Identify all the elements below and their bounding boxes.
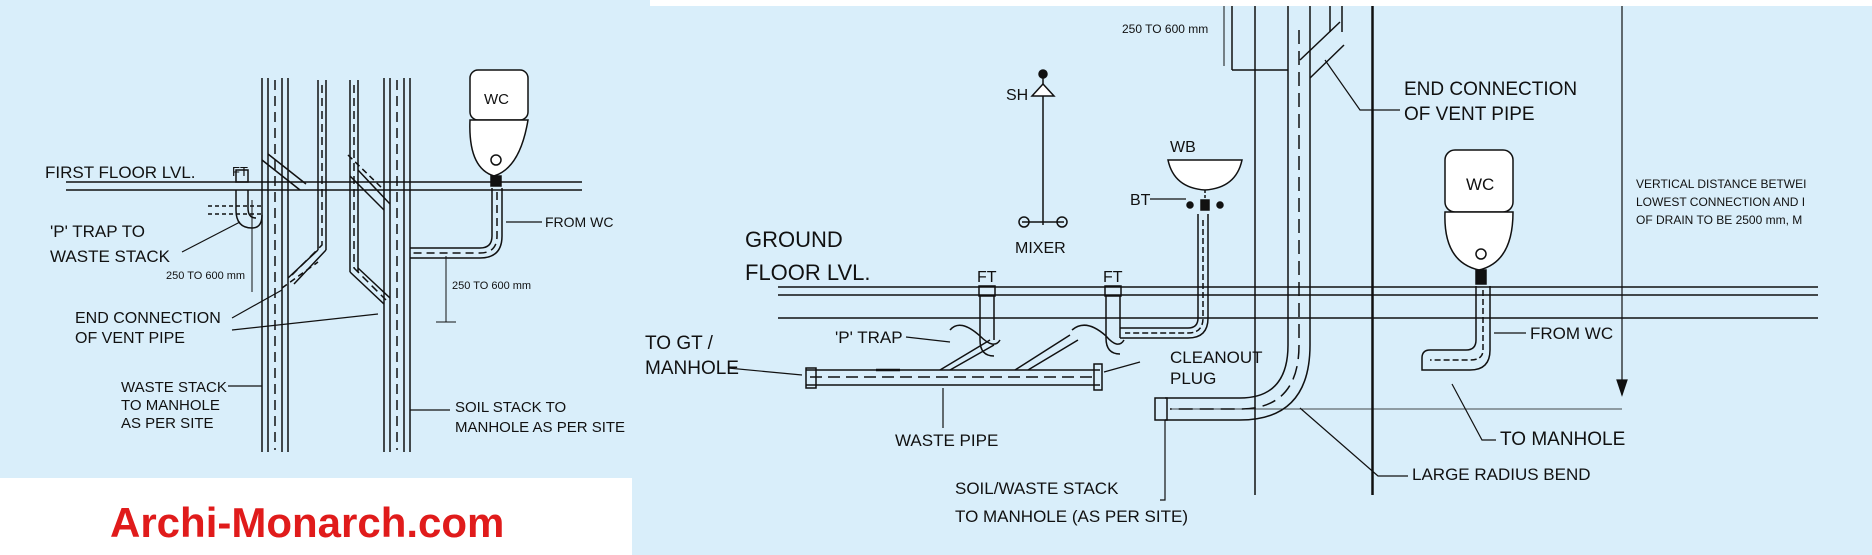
right-mixer-label: MIXER (1015, 240, 1066, 257)
left-p-trap-label-2: WASTE STACK (50, 247, 171, 266)
right-to-manhole-label: TO MANHOLE (1500, 429, 1625, 450)
right-wb-label: WB (1170, 139, 1196, 156)
right-wc-label: WC (1466, 175, 1494, 194)
right-waste-pipe (805, 334, 1103, 391)
right-bt-label: BT (1130, 192, 1151, 209)
right-soil-label-2: TO MANHOLE (AS PER SITE) (955, 507, 1188, 526)
left-waste-label-2: TO MANHOLE (121, 397, 220, 414)
right-wc-pipe (1421, 286, 1491, 371)
right-to-gt-label-2: MANHOLE (645, 358, 739, 379)
right-end-conn-leader (1324, 59, 1400, 111)
left-soil-label-1: SOIL STACK TO (455, 399, 566, 416)
right-cleanout-leader (1103, 361, 1141, 373)
left-end-conn-label-2: OF VENT PIPE (75, 330, 185, 347)
right-soil-leader (1160, 420, 1166, 501)
left-first-floor-label: FIRST FLOOR LVL. (45, 163, 196, 182)
left-waste-label-1: WASTE STACK (121, 379, 227, 396)
left-from-wc-label: FROM WC (545, 214, 613, 230)
right-stack-cap (1154, 397, 1168, 421)
right-p-trap-leader (905, 336, 951, 343)
right-edge-mask (1826, 6, 1872, 555)
left-dimension-lines (251, 200, 456, 323)
right-to-gt-label-1: TO GT / (645, 333, 714, 354)
left-wc-label: WC (484, 91, 509, 108)
right-vert-label-2: LOWEST CONNECTION AND I (1636, 195, 1805, 209)
left-soil-stack (347, 78, 411, 452)
right-soil-label-1: SOIL/WASTE STACK (955, 479, 1119, 498)
right-end-conn-label-1: END CONNECTION (1404, 79, 1577, 100)
right-p-trap-label: 'P' TRAP (835, 328, 903, 347)
right-waste-pipe-label: WASTE PIPE (895, 431, 998, 450)
left-wc-fixture (469, 69, 529, 187)
left-end-conn-leaders (231, 289, 379, 331)
right-wc-fixture (1444, 149, 1514, 285)
right-main-stack (1165, 6, 1374, 495)
right-to-manhole-leader (1451, 383, 1496, 441)
right-sh-label: SH (1006, 87, 1028, 104)
left-ft-label: FT (232, 164, 248, 179)
left-p-trap-leader (181, 221, 241, 253)
right-large-bend-leader (1299, 407, 1408, 477)
right-wash-basin (1167, 159, 1243, 211)
right-cleanout-label-2: PLUG (1170, 369, 1216, 388)
right-panel-background (630, 6, 1872, 555)
left-soil-label-2: MANHOLE AS PER SITE (455, 419, 625, 436)
right-large-bend-label: LARGE RADIUS BEND (1412, 465, 1591, 484)
right-vertical-dimension (1170, 6, 1628, 410)
left-waste-stack (261, 78, 327, 452)
left-panel-background (0, 0, 650, 480)
right-ground-floor-slab (778, 286, 1818, 319)
left-waste-label-3: AS PER SITE (121, 415, 214, 432)
right-cleanout-label-1: CLEANOUT (1170, 348, 1263, 367)
right-to-gt-leader (727, 367, 803, 376)
right-top-dist-label: 250 TO 600 mm (1122, 22, 1208, 36)
right-ft-label-2: FT (1103, 269, 1123, 286)
right-from-wc-label: FROM WC (1530, 324, 1613, 343)
right-ft-label-1: FT (977, 269, 997, 286)
right-basin-waste (1120, 214, 1209, 339)
left-p-trap-label-1: 'P' TRAP TO (50, 222, 145, 241)
right-end-conn-label-2: OF VENT PIPE (1404, 104, 1535, 125)
right-ground-label-1: GROUND (745, 227, 843, 252)
left-dist-label-b: 250 TO 600 mm (452, 280, 531, 292)
left-dist-label-a: 250 TO 600 mm (166, 270, 245, 282)
right-vert-label-1: VERTICAL DISTANCE BETWEI (1636, 177, 1806, 191)
watermark-box (0, 478, 632, 555)
left-end-conn-label-1: END CONNECTION (75, 310, 221, 327)
right-vert-label-3: OF DRAIN TO BE 2500 mm, M (1636, 213, 1802, 227)
right-ground-label-2: FLOOR LVL. (745, 260, 871, 285)
watermark-text: Archi-Monarch.com (110, 499, 504, 546)
left-wc-pipe (410, 188, 503, 259)
right-shower-fixture (1018, 69, 1068, 228)
